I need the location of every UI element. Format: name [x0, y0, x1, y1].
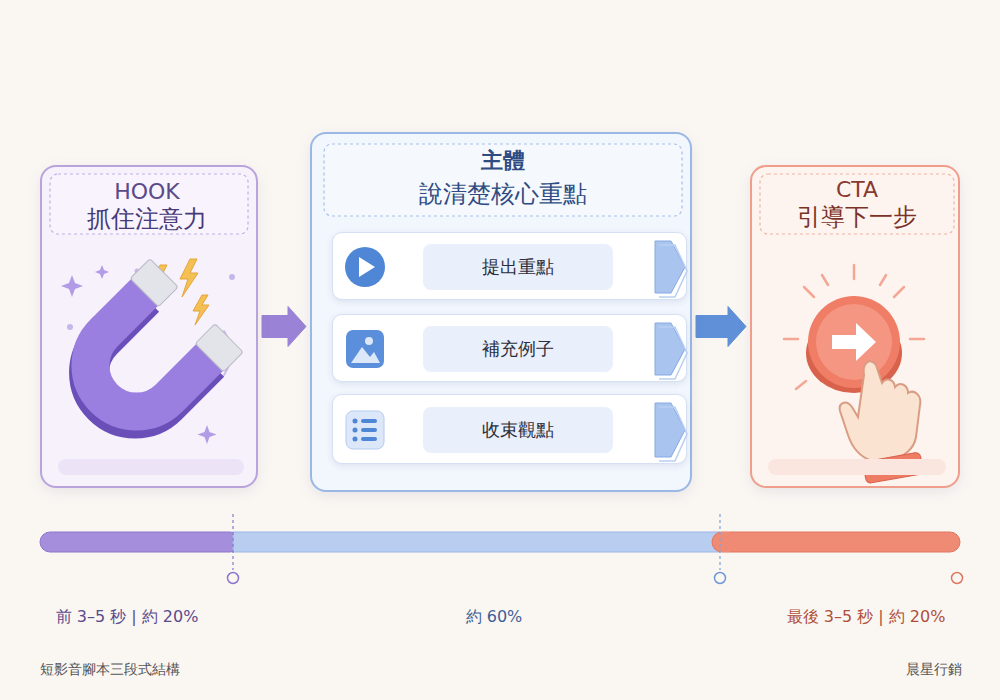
hook-panel: HOOK抓住注意力	[40, 165, 258, 488]
caption: 短影音腳本三段式結構	[40, 661, 180, 679]
step-row: 補充例子	[332, 314, 687, 382]
main-panel: 主體說清楚核心重點 提出重點 補充例子 收束觀點	[310, 132, 692, 492]
panel-heading: CTA	[762, 177, 952, 203]
panel-subtitle: 引導下一步	[762, 203, 952, 232]
timeline-label: 最後 3–5 秒 | 約 20%	[787, 607, 946, 628]
step-row: 收束觀點	[332, 394, 687, 464]
flow-arrow	[262, 307, 306, 347]
step-text: 提出重點	[423, 244, 613, 290]
panel-heading: HOOK	[52, 179, 242, 205]
timeline-label: 約 60%	[466, 607, 523, 628]
step-text: 收束觀點	[423, 407, 613, 453]
timeline-bar	[40, 514, 963, 584]
cta-panel: CTA引導下一步	[750, 165, 960, 488]
timeline-label: 前 3–5 秒 | 約 20%	[56, 607, 199, 628]
panel-subtitle: 抓住注意力	[52, 205, 242, 234]
panel-subtitle: 說清楚核心重點	[326, 180, 680, 209]
step-text: 補充例子	[423, 326, 613, 372]
brand-mark: 晨星行銷	[906, 661, 962, 679]
step-row: 提出重點	[332, 232, 687, 300]
flow-arrow	[696, 307, 746, 347]
panel-heading: 主體	[326, 148, 680, 174]
